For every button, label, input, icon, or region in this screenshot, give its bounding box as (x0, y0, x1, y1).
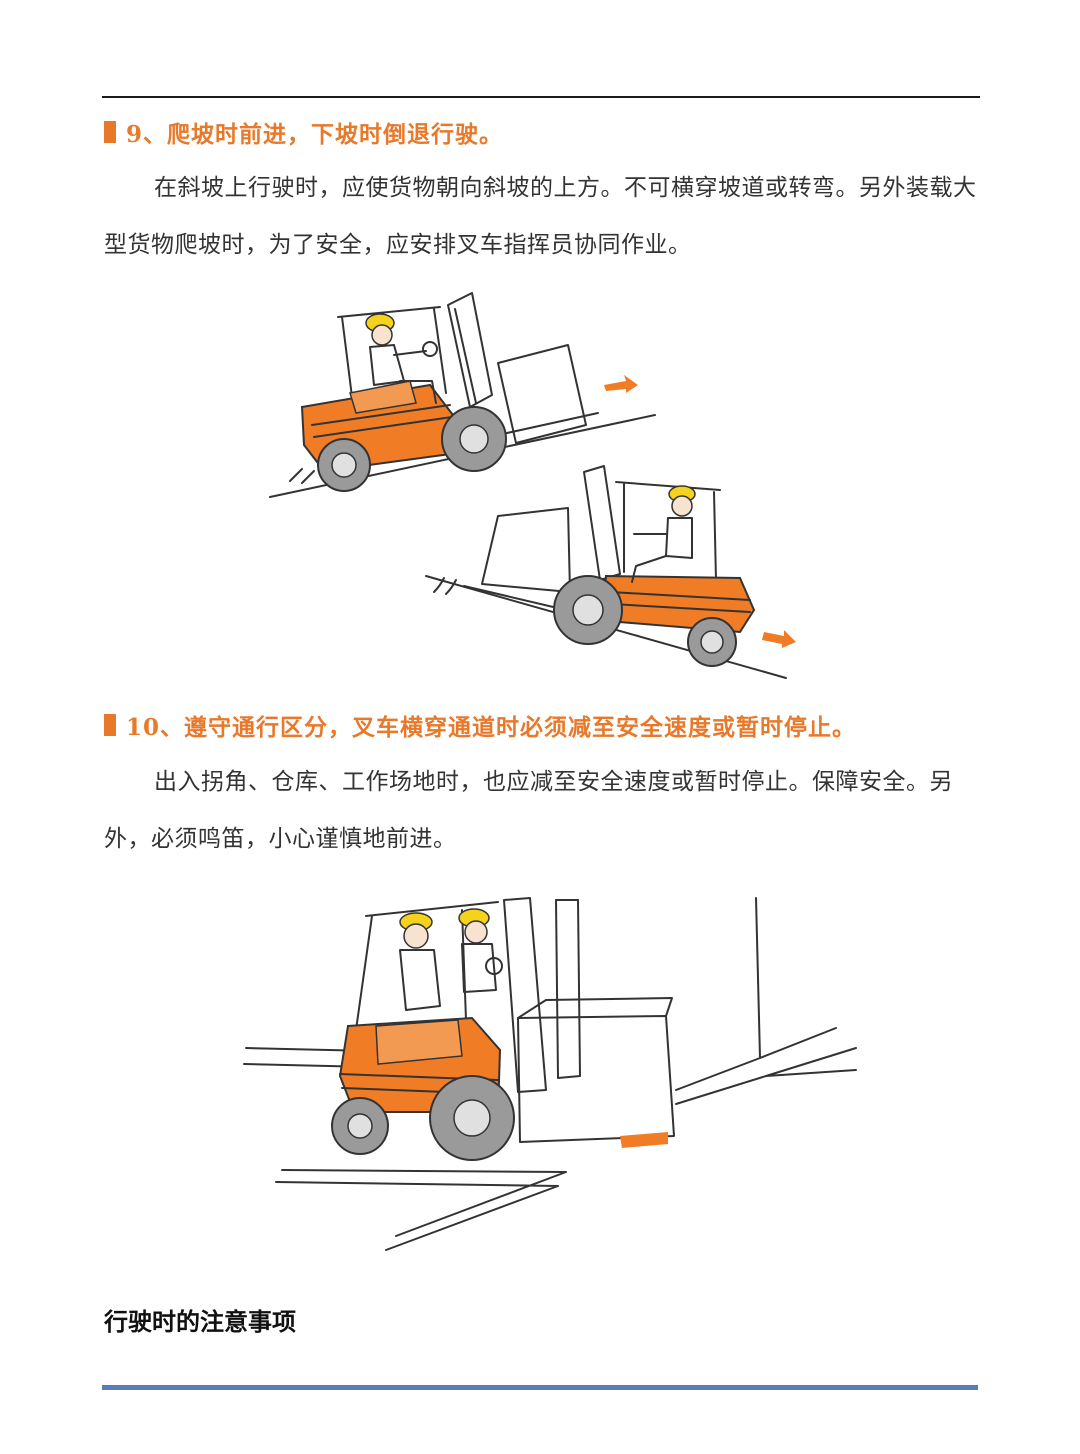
section-10-heading-text: 10、遵守通行区分，叉车横穿通道时必须减至安全速度或暂时停止。 (126, 714, 857, 741)
section-10-body: 出入拐角、仓库、工作场地时，也应减至安全速度或暂时停止。保障安全。另外，必须鸣笛… (104, 769, 953, 852)
section-9-body: 在斜坡上行驶时，应使货物朝向斜坡的上方。不可横穿坡道或转弯。另外装载大型货物爬坡… (104, 175, 977, 258)
section-title: 行驶时的注意事项 (104, 1308, 296, 1336)
orange-bar-icon (104, 714, 116, 736)
section-9-heading-text: 9、爬坡时前进，下坡时倒退行驶。 (126, 121, 504, 148)
top-rule (102, 96, 980, 98)
forklift-crossing-illustration (243, 897, 857, 1251)
forklift-uphill-illustration (269, 292, 656, 498)
forklift-downhill-illustration (425, 465, 796, 679)
arrow-right-icon (604, 375, 638, 393)
arrow-right-icon (762, 630, 796, 648)
bottom-rule (102, 1385, 978, 1390)
section-10-heading: 10、遵守通行区分，叉车横穿通道时必须减至安全速度或暂时停止。 (104, 710, 857, 741)
orange-bar-icon (104, 121, 116, 143)
section-9-heading: 9、爬坡时前进，下坡时倒退行驶。 (104, 117, 504, 148)
